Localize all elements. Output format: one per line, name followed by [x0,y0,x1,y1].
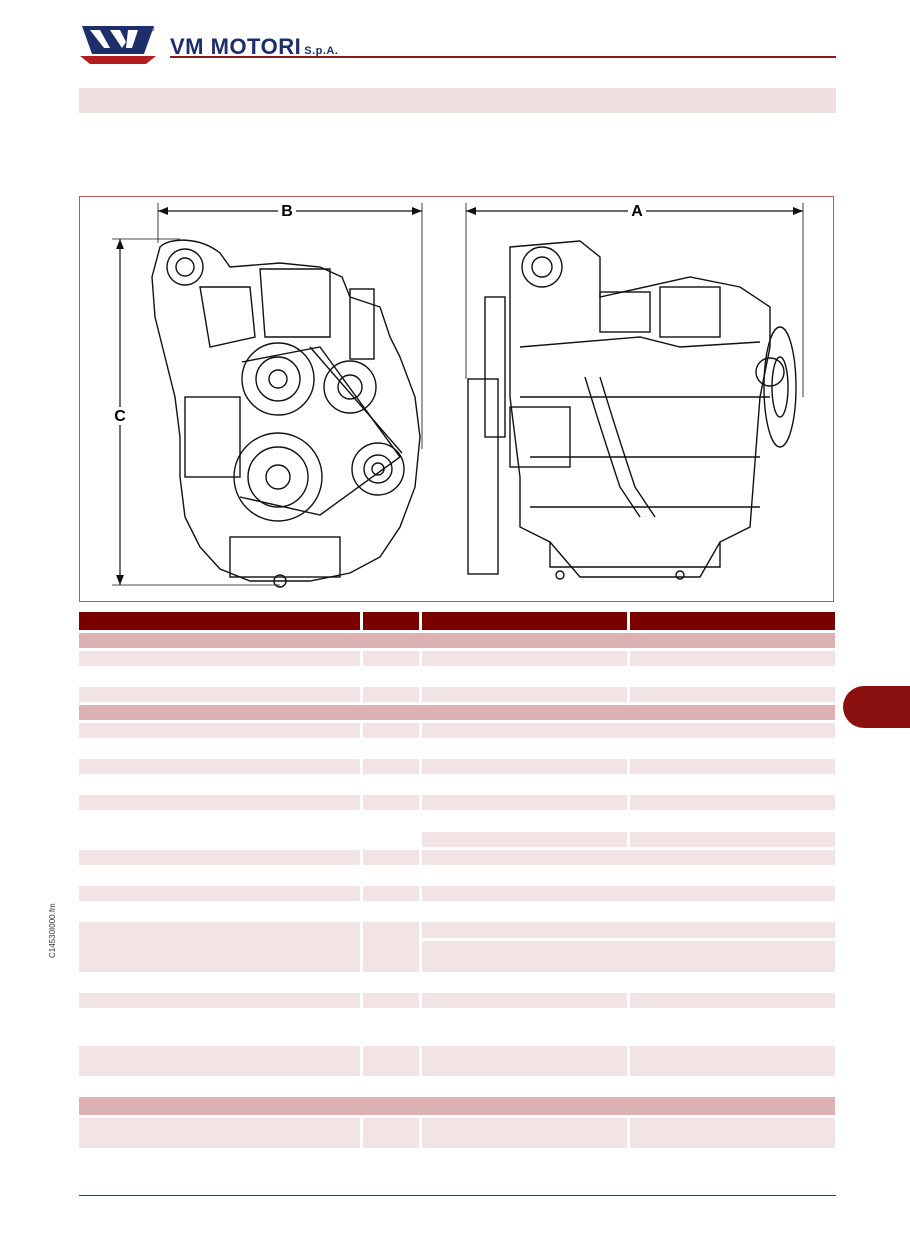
engine-drawing: B A C [112,202,804,588]
spec-table [79,612,838,1151]
table-row [79,669,838,687]
chapter-tab [843,686,910,728]
footer-rule [79,1195,836,1196]
table-row [79,993,838,1011]
table-row [79,1118,838,1151]
engine-drawing-frame: B A C [79,196,834,602]
dimension-b-label: B [281,203,293,220]
table-row [79,759,838,777]
dimension-a-label: A [631,203,643,220]
table-row [79,975,838,993]
table-row [79,1079,838,1097]
table-row [79,941,838,975]
document-code: C14530I000.fm [48,903,57,958]
table-row [79,741,838,759]
table-row [79,687,838,705]
table-row [79,651,838,669]
table-section-row [79,633,838,651]
dimension-c-label: C [114,408,126,425]
table-section-row [79,705,838,723]
table-row [79,1046,838,1079]
table-row [79,777,838,795]
table-row [79,922,838,975]
table-row [79,868,838,886]
title-band [79,88,836,113]
table-header-row [79,612,838,633]
engine-front-view [151,239,421,588]
vm-logo [80,24,156,64]
brand-text: VM MOTORI [170,34,302,59]
table-row [79,1011,838,1046]
table-row [79,904,838,922]
table-row [79,850,838,868]
table-section-row [79,1097,838,1118]
table-row [79,813,838,850]
table-row [79,886,838,904]
header-rule [170,56,836,58]
table-row [79,723,838,741]
table-row [79,795,838,813]
table-row [79,831,838,850]
engine-side-view [467,240,797,580]
brand-suffix: S.p.A. [304,45,339,57]
